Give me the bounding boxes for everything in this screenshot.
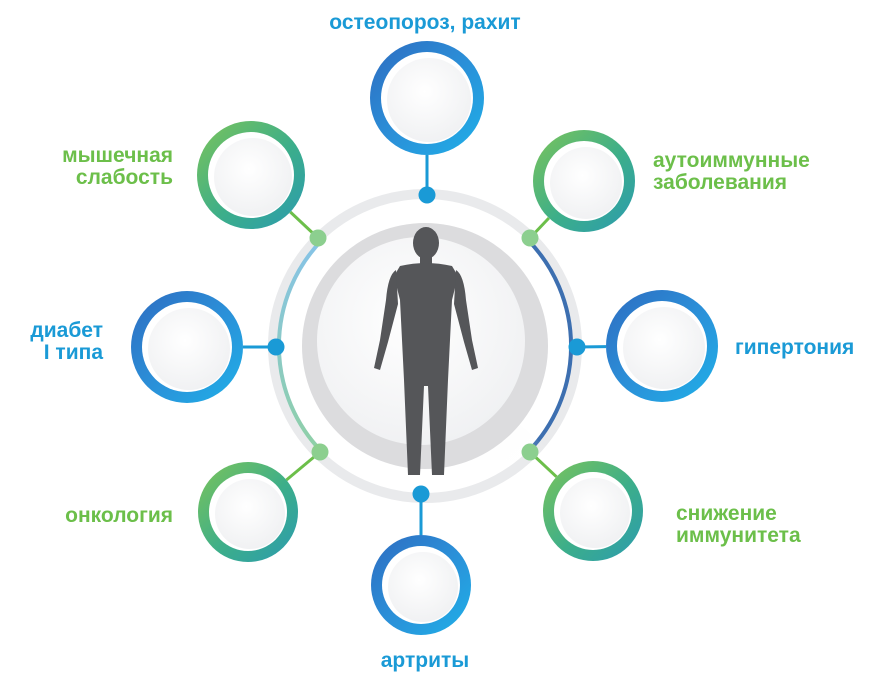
ring-center-oncology	[215, 479, 285, 549]
label-oncology: онкология	[20, 505, 173, 527]
ring-center-osteoporosis	[387, 58, 471, 142]
label-line: аутоиммунные	[653, 149, 810, 172]
ring-center-arthritis	[388, 552, 458, 622]
node-immunity	[521, 443, 643, 561]
dot-arthritis	[412, 485, 430, 503]
dot-diabetes	[267, 338, 285, 356]
ring-center-hypertension	[623, 307, 705, 389]
human-silhouette-icon	[374, 227, 478, 475]
label-line: I типа	[43, 341, 103, 364]
dot-oncology	[311, 443, 329, 461]
label-arthritis: артриты	[320, 650, 530, 672]
ring-center-diabetes	[148, 308, 230, 390]
ring-center-immunity	[560, 478, 630, 548]
label-line: артриты	[380, 649, 470, 672]
node-arthritis	[371, 485, 471, 635]
dot-immunity	[521, 443, 539, 461]
node-muscle	[197, 121, 327, 247]
node-diabetes	[131, 291, 285, 403]
ring-center-muscle	[214, 138, 292, 216]
dot-hypertension	[568, 338, 586, 356]
label-line: остеопороз, рахит	[329, 11, 521, 34]
label-line: слабость	[75, 166, 173, 189]
node-oncology	[198, 443, 329, 562]
label-line: иммунитета	[676, 524, 801, 547]
label-osteoporosis: остеопороз, рахит	[290, 12, 560, 34]
dot-autoimmune	[521, 229, 539, 247]
label-line: онкология	[65, 504, 173, 527]
node-osteoporosis	[370, 41, 484, 204]
ring-center-autoimmune	[550, 147, 622, 219]
node-hypertension	[568, 290, 718, 402]
dot-osteoporosis	[418, 186, 436, 204]
label-line: снижение	[676, 502, 777, 525]
label-hypertension: гипертония	[735, 337, 854, 359]
dot-muscle	[309, 229, 327, 247]
label-line: диабет	[30, 319, 103, 342]
label-line: мышечная	[62, 144, 173, 167]
label-line: гипертония	[735, 336, 855, 359]
label-line: заболевания	[653, 171, 788, 194]
node-autoimmune	[521, 130, 635, 247]
